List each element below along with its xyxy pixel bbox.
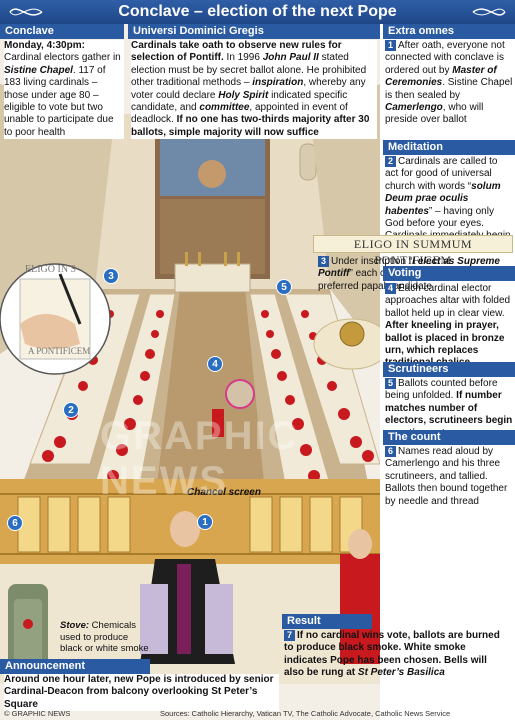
stove-label: Stove: <box>60 620 90 631</box>
meditation-header: Meditation <box>383 140 515 155</box>
step-number-5: 5 <box>385 378 396 389</box>
step-number-6: 6 <box>385 446 396 457</box>
meditation-latin: solum Deum prae oculis habentes <box>385 180 501 217</box>
universi-majority-rule: If no one has two-thirds majority after … <box>131 114 370 138</box>
conclave-text: Monday, 4:30pm: Cardinal electors gather… <box>4 40 124 140</box>
conclave-text-2: . 117 of 183 living cardinals – those un… <box>4 64 114 138</box>
stove-text: Chemicals used to produce black or white… <box>60 620 149 654</box>
page-title: Conclave – election of the next Pope <box>118 3 397 20</box>
writing-inset-bottom-text: A PONTIFICEM <box>28 346 91 356</box>
universi-p4: indicated specific candidate, and <box>131 89 348 114</box>
stove-note: Stove: Chemicals used to produce black o… <box>60 620 150 655</box>
result-p1: If no cardinal wins vote, ballots are bu… <box>284 630 500 679</box>
voting-p1: Each cardinal elector approaches altar w… <box>385 283 511 319</box>
step-number-3: 3 <box>318 256 329 267</box>
flourish-ornament-icon <box>9 8 43 16</box>
universi-p2: stated election must be by secret ballot… <box>131 52 367 89</box>
scene-marker-3: 3 <box>103 268 119 284</box>
scrutineers-header: Scrutineers <box>383 362 515 377</box>
universi-header: Universi Dominici Gregis <box>128 24 380 39</box>
universi-holy-spirit: Holy Spirit <box>218 89 269 101</box>
extra-omnes-camerlengo: Camerlengo <box>385 102 443 114</box>
result-basilica: St Peter’s Basilica <box>357 667 445 679</box>
meditation-p1: Cardinals are called to act for good of … <box>385 156 498 192</box>
flourish-ornament-icon <box>472 8 506 16</box>
universi-jp2: John Paul II <box>262 52 319 64</box>
universi-p3: , whereby any voter could declare <box>131 77 366 101</box>
copyright: © GRAPHIC NEWS <box>4 709 71 718</box>
result-header: Result <box>282 614 372 629</box>
universi-text: Cardinals take oath to observe new rules… <box>131 40 377 140</box>
announcement-text: Around one hour later, new Pope is intro… <box>4 674 279 712</box>
eligo-p1: Under inscription “ <box>331 256 413 267</box>
voting-header: Voting <box>383 266 515 281</box>
title-bar: Conclave – election of the next Pope <box>0 0 515 24</box>
universi-inspiration: inspiration <box>252 77 304 89</box>
extra-omnes-p3: , who will preside over ballot <box>385 102 484 126</box>
writing-inset-top-text: ELIGO IN S <box>25 264 77 275</box>
sistine-chapel-illustration: 3 5 4 2 1 6 Chancel screen ELIGO IN S A … <box>0 24 380 720</box>
step-number-4: 4 <box>385 283 396 294</box>
chancel-screen-label: Chancel screen <box>187 487 261 498</box>
eligo-quote: I elect as Supreme Pontiff <box>318 256 500 280</box>
scene-marker-5: 5 <box>276 279 292 295</box>
extra-omnes-master: Master of Ceremonies <box>385 64 497 89</box>
universi-committee: committee <box>199 102 250 114</box>
extra-omnes-header: Extra omnes <box>383 24 515 39</box>
universi-p5: , appointed in event of deadlock. <box>131 102 348 126</box>
count-header: The count <box>383 430 515 445</box>
extra-omnes-p1: After oath, everyone not connected with … <box>385 40 505 76</box>
sources: Sources: Catholic Hierarchy, Vatican TV,… <box>160 709 451 718</box>
scrutineers-p1: Ballots counted before being unfolded. <box>385 378 498 402</box>
scene-marker-4: 4 <box>207 356 223 372</box>
step-number-2: 2 <box>385 156 396 167</box>
scene-marker-2: 2 <box>63 402 79 418</box>
conclave-time: Monday, 4:30pm: <box>4 40 85 51</box>
step-number-7: 7 <box>284 630 295 641</box>
conclave-text-1: Cardinal electors gather in <box>4 52 121 64</box>
conclave-header: Conclave <box>0 24 124 39</box>
eligo-banner: ELIGO IN SUMMUM PONTIFICEM <box>313 235 513 267</box>
count-p1: Names read aloud by Camerlengo and his t… <box>385 446 508 507</box>
conclave-venue: Sistine Chapel <box>4 64 73 76</box>
step-number-1: 1 <box>385 40 396 51</box>
scene-marker-6: 6 <box>7 515 23 531</box>
chapel-scene-graphic <box>0 84 380 684</box>
universi-lead: Cardinals take oath to observe new rules… <box>131 40 342 64</box>
universi-p1: In 1996 <box>223 52 263 64</box>
extra-omnes-p2: . Sistine Chapel is then sealed by <box>385 77 513 101</box>
announcement-header: Announcement <box>0 659 150 674</box>
scene-marker-1: 1 <box>197 514 213 530</box>
